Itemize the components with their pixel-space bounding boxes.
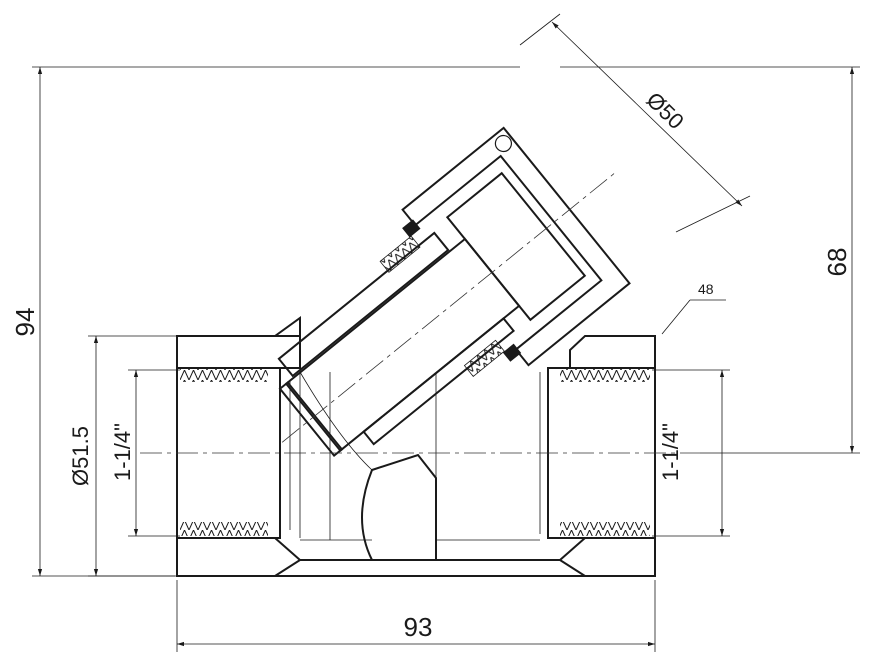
label-93: 93 <box>404 612 433 642</box>
drain-hole <box>494 134 513 153</box>
label-thread-left: 1-1/4" <box>110 423 135 481</box>
label-thread-right: 1-1/4" <box>658 423 683 481</box>
body-top-wall <box>176 316 301 369</box>
seal-bottom <box>502 343 522 362</box>
strainer-leg <box>277 126 631 458</box>
dim-height-axis: 68 <box>560 66 860 454</box>
seal-top <box>402 219 421 238</box>
dim-note-48: 48 <box>661 281 726 335</box>
dim-overall-length: 93 <box>176 580 656 652</box>
body-bottom-wall <box>176 537 656 577</box>
dim-overall-height: 94 <box>10 66 520 577</box>
leg-upper-wall <box>277 231 450 378</box>
dim-thread-right: 1-1/4" <box>652 369 730 537</box>
label-d50: Ø50 <box>642 87 689 134</box>
dim-cap-diameter: Ø50 <box>519 13 751 233</box>
label-48: 48 <box>698 281 714 297</box>
label-68: 68 <box>822 248 852 277</box>
label-94: 94 <box>10 308 40 337</box>
leg-lower-wall <box>362 317 515 446</box>
valve-body <box>176 316 656 577</box>
body-partition <box>361 453 437 561</box>
dim-outer-diameter: Ø51.5 <box>68 335 177 577</box>
dim-thread-left: 1-1/4" <box>110 369 180 537</box>
cap <box>401 126 631 367</box>
body-right-top-wall <box>569 335 656 369</box>
left-thread <box>180 368 268 382</box>
label-d51-5: Ø51.5 <box>68 426 93 486</box>
right-thread <box>560 368 650 382</box>
